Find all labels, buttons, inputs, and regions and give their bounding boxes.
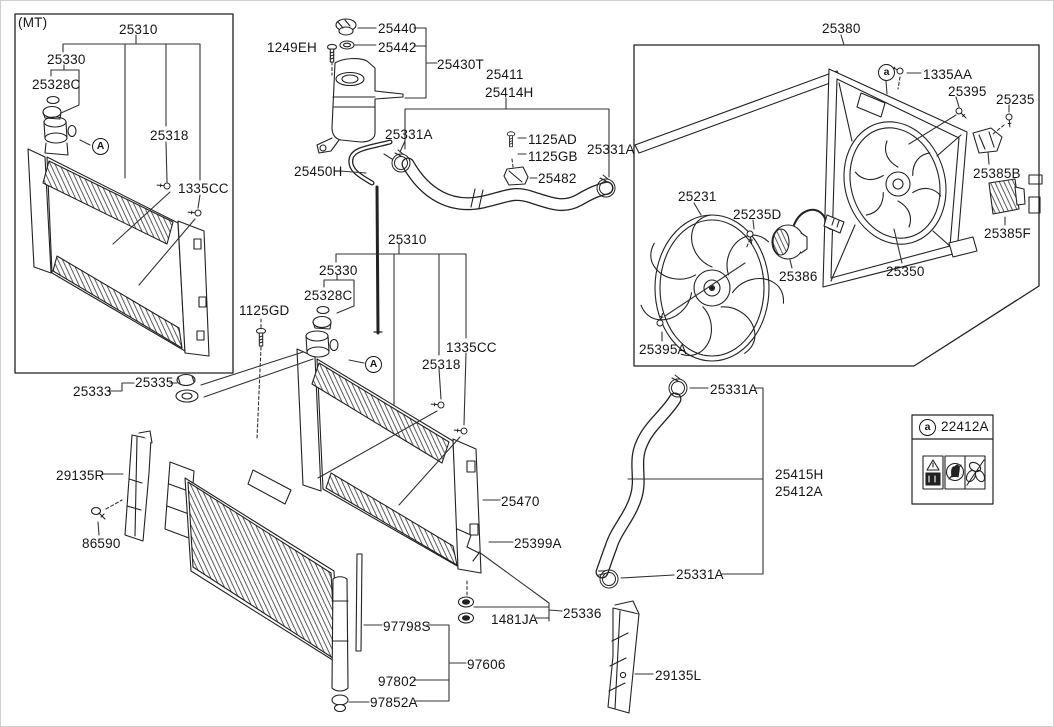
part-label-29135l: 29135L (655, 668, 702, 683)
part-label-25442: 25442 (378, 40, 417, 55)
part-label-25328c-mt: 25328C (32, 77, 81, 92)
part-label-25415h: 25415H (775, 467, 824, 482)
part-label-25412a: 25412A (775, 484, 823, 499)
part-label-25331a-4: 25331A (676, 567, 724, 582)
part-label-25331a-3: 25331A (710, 382, 758, 397)
callout-lines (50, 27, 1010, 703)
mt-drain-plug-art (175, 373, 199, 403)
fan-box-art (633, 44, 1040, 367)
lower-hose-art (593, 374, 688, 593)
part-label-25386: 25386 (779, 269, 818, 284)
part-label-25350: 25350 (886, 264, 925, 279)
part-label-25310: 25310 (388, 232, 427, 247)
part-label-25333: 25333 (73, 384, 112, 399)
reservoir-tank-art (316, 18, 404, 154)
rotating-fan-warning-icon (965, 459, 986, 486)
part-label-25235: 25235 (996, 92, 1035, 107)
part-label-1335cc: 1335CC (446, 340, 497, 355)
mt-variant-box-art (14, 13, 234, 374)
fan-blade-art (640, 214, 789, 364)
ref-circle-A-main: A (365, 356, 382, 373)
part-label-25411: 25411 (486, 67, 524, 82)
air-guard-left-art (607, 600, 640, 714)
air-guard-right-art (90, 430, 153, 542)
part-label-1125gb: 1125GB (528, 149, 578, 164)
part-label-97802: 97802 (378, 674, 417, 689)
reservoir-hose-art (348, 139, 393, 335)
part-label-1335aa: 1335AA (923, 67, 973, 82)
part-label-25414h: 25414H (485, 85, 534, 100)
part-label-97798s: 97798S (383, 619, 431, 634)
fan-shroud-art (634, 68, 1043, 288)
part-label-25231: 25231 (678, 189, 717, 204)
fan-motor-art (771, 208, 845, 260)
part-label-25310-mt: 25310 (119, 22, 158, 37)
part-label-1335cc-mt: 1335CC (178, 181, 229, 196)
part-label-25440: 25440 (378, 21, 417, 36)
ref-circle-A-mt: A (92, 138, 109, 155)
part-label-25335: 25335 (135, 375, 174, 390)
no-touch-icon (944, 455, 986, 490)
part-label-25318: 25318 (422, 357, 461, 372)
condenser-art (164, 461, 363, 713)
part-label-25430t: 25430T (437, 57, 484, 72)
caution-label-icon (922, 455, 944, 490)
part-label-1249eh: 1249EH (267, 40, 317, 55)
part-label-22412a: 22412A (941, 419, 989, 434)
mount-bolt-1125gd-art (256, 327, 266, 347)
part-label-25385f: 25385F (984, 226, 1031, 241)
part-label-25470: 25470 (501, 494, 540, 509)
part-label-97852a: 97852A (370, 695, 418, 710)
part-label-25399a: 25399A (514, 536, 562, 551)
part-label-29135r: 29135R (56, 468, 105, 483)
ref-circle-a-legend: a (919, 419, 936, 436)
part-label-25380: 25380 (822, 21, 861, 36)
part-label-25235d: 25235D (733, 207, 782, 222)
upper-hose-art (391, 131, 616, 212)
part-label-25482: 25482 (538, 171, 577, 186)
part-label-25336: 25336 (563, 606, 602, 621)
part-label-25330-mt: 25330 (47, 52, 86, 67)
part-label-25331a-1: 25331A (385, 127, 433, 142)
part-label-97606: 97606 (467, 657, 506, 672)
ref-circle-a-fan: a (878, 64, 895, 81)
part-label-1125ad: 1125AD (528, 132, 577, 147)
fan-small-parts-art (156, 62, 1026, 439)
part-label-25328c: 25328C (304, 288, 353, 303)
part-label-25385b: 25385B (973, 166, 1021, 181)
middle-radiator-art (296, 305, 482, 624)
part-label-1481ja: 1481JA (491, 612, 538, 627)
part-label-25395: 25395 (948, 84, 987, 99)
mt-radiator-art (27, 95, 210, 357)
part-label-86590: 86590 (82, 536, 121, 551)
variant-note: (MT) (18, 15, 48, 30)
part-label-25331a-2: 25331A (587, 142, 635, 157)
part-label-1125gd: 1125GD (239, 303, 290, 318)
part-label-25318-mt: 25318 (150, 128, 189, 143)
part-label-25395a: 25395A (639, 342, 687, 357)
part-label-25330: 25330 (319, 263, 358, 278)
part-label-25450h: 25450H (294, 164, 343, 179)
